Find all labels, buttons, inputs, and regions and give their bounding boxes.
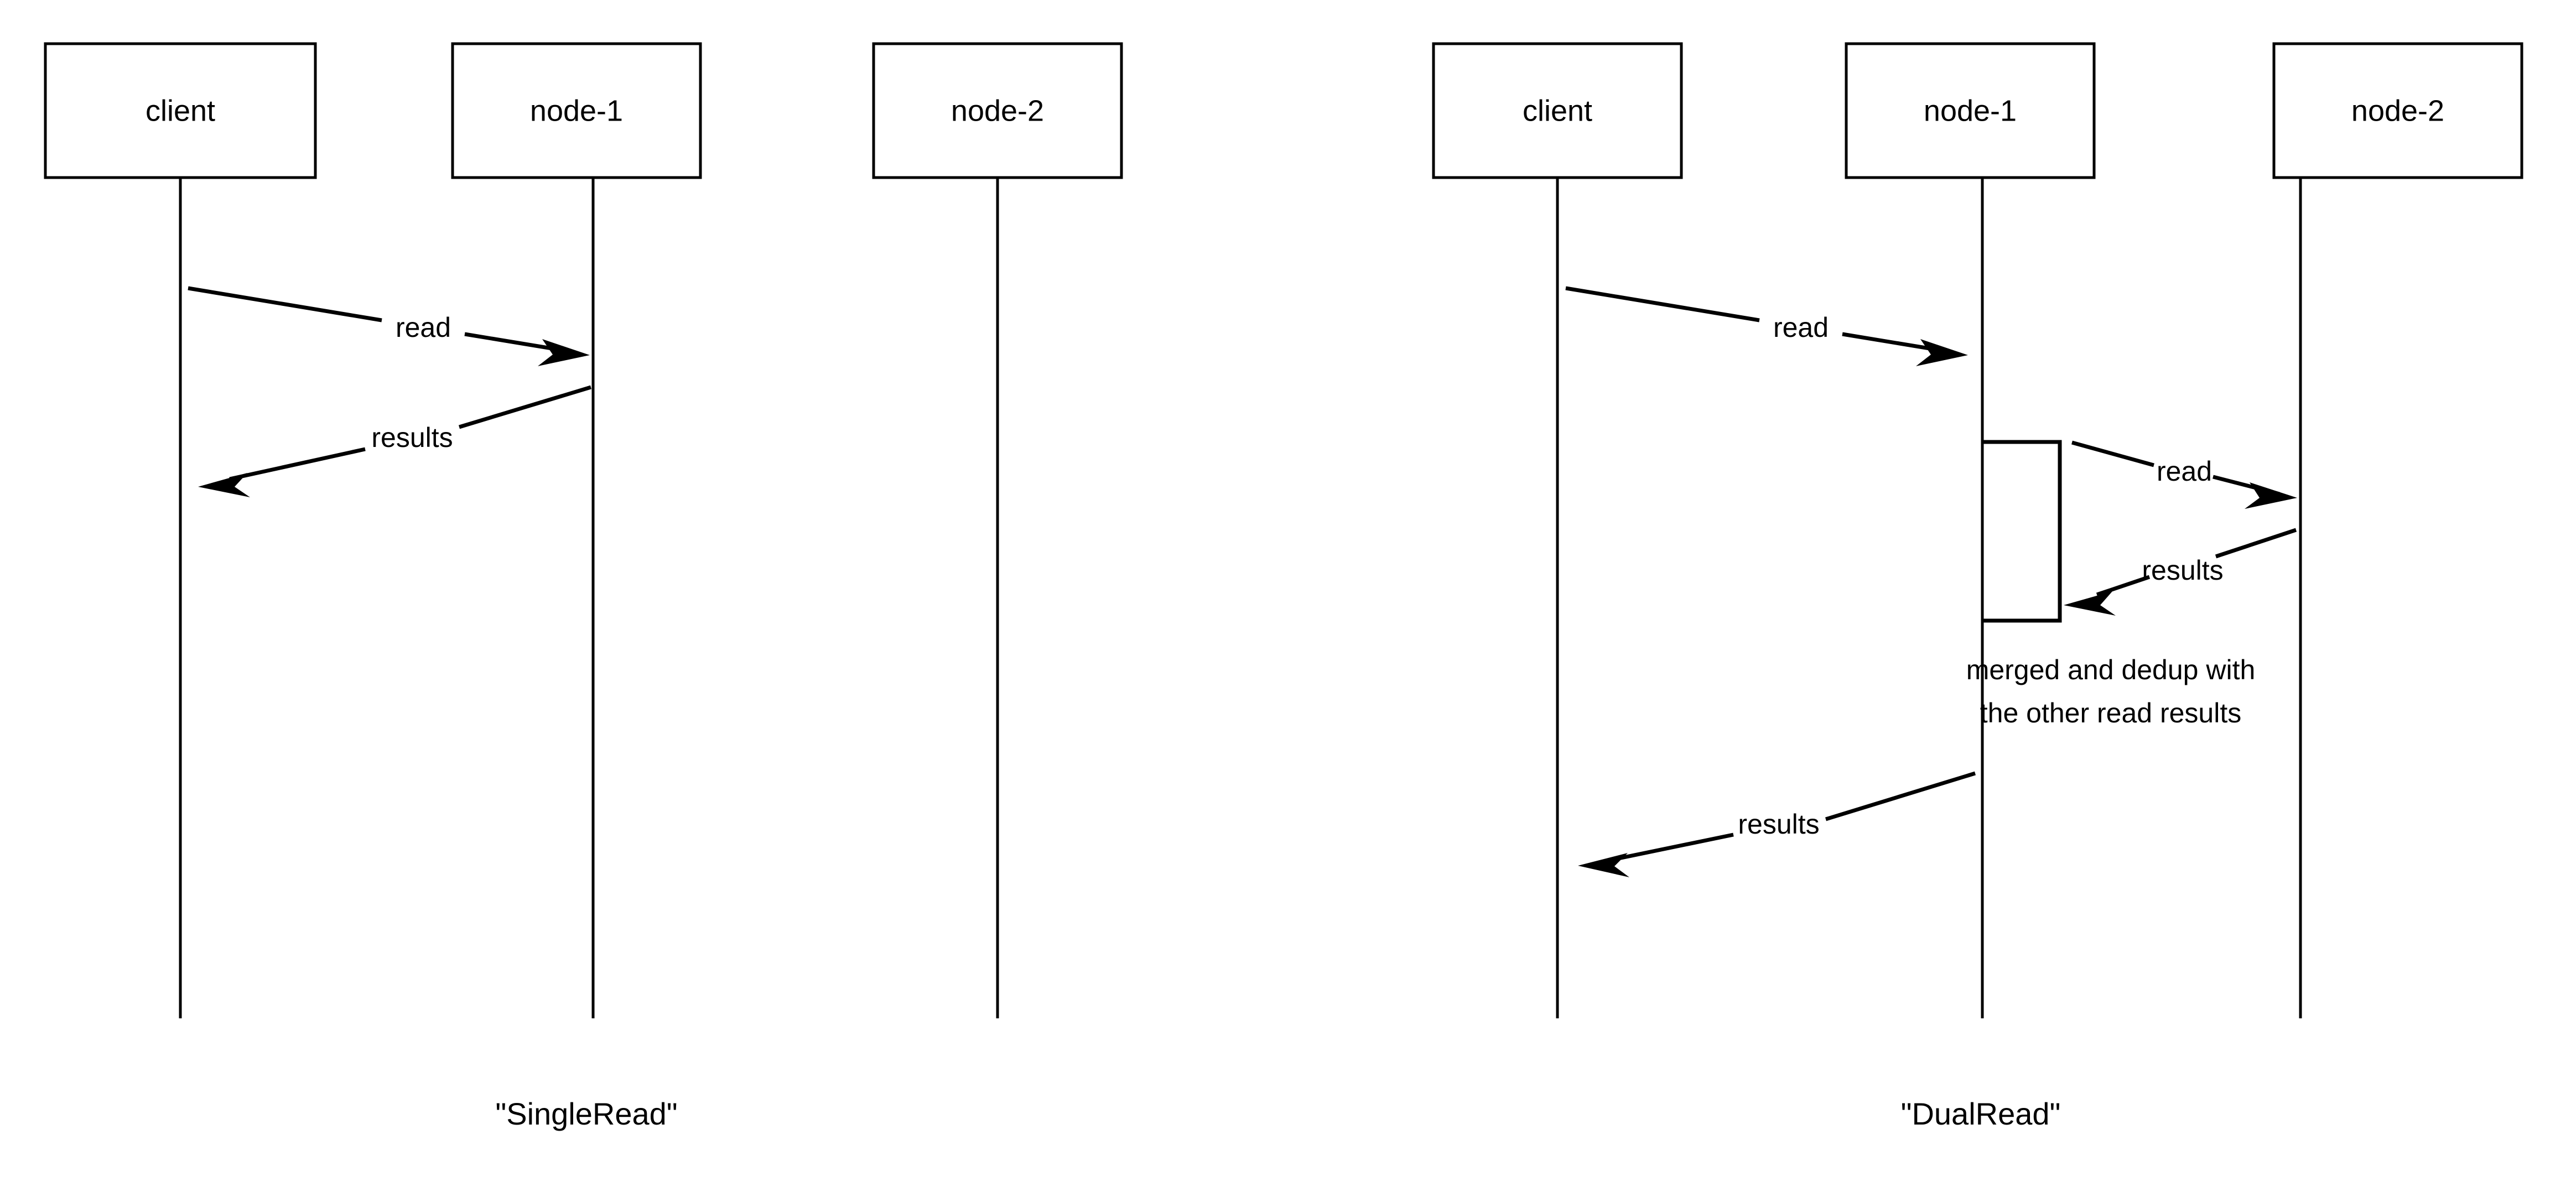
arrowhead-right: [538, 339, 590, 366]
activation-bracket-node-1: [1982, 440, 2062, 623]
diagram-single-read: client node-1 node-2 read: [44, 42, 1123, 1131]
message-label-results: results: [371, 422, 453, 453]
note-merged-and-dedup: merged and dedup with the other read res…: [1966, 654, 2256, 728]
message-label-read: read: [396, 312, 451, 343]
message-line-segment-left: [2096, 575, 2151, 597]
participant-box-client[interactable]: [44, 42, 317, 179]
note-line-2: the other read results: [1980, 698, 2242, 728]
message-label-read: read: [1773, 312, 1829, 343]
participant-client[interactable]: client: [44, 42, 317, 1018]
participant-label-node-1: node-1: [1924, 94, 2017, 127]
message-read-node-1-to-node-2[interactable]: read: [2071, 440, 2297, 509]
message-read-client-to-node-1[interactable]: read: [188, 286, 590, 366]
message-line-segment-left: [1612, 832, 1734, 862]
participant-node-1[interactable]: node-1: [451, 42, 702, 1018]
message-label-results: results: [2142, 555, 2223, 586]
participant-box-client[interactable]: [1432, 42, 1683, 179]
message-read-client-to-node-1[interactable]: read: [1565, 286, 1968, 366]
message-results-node-1-to-client[interactable]: results: [198, 385, 592, 497]
arrowhead-right: [2245, 482, 2297, 509]
message-line-segment-left: [2071, 440, 2154, 467]
diagram-dual-read: client node-1 node-2: [1432, 42, 2523, 1131]
diagram-caption-single-read: "SingleRead": [495, 1096, 677, 1131]
participant-box-node-2[interactable]: [872, 42, 1123, 179]
arrowhead-left: [198, 473, 250, 497]
participant-node-2[interactable]: node-2: [872, 42, 1123, 1018]
participant-node-2[interactable]: node-2: [2272, 42, 2523, 1018]
activation-bracket-path: [1982, 440, 2062, 623]
participant-box-node-2[interactable]: [2272, 42, 2523, 179]
participant-box-node-1[interactable]: [451, 42, 702, 179]
message-label-results: results: [1738, 809, 1819, 840]
participant-label-node-2: node-2: [951, 94, 1044, 127]
message-line-segment-right: [1825, 771, 1976, 821]
participant-label-client: client: [146, 94, 215, 127]
arrowhead-left: [2064, 591, 2116, 616]
message-results-node-2-to-node-1[interactable]: results: [2064, 528, 2297, 616]
diagram-caption-dual-read: "DualRead": [1901, 1096, 2061, 1131]
message-line-segment-left: [229, 447, 366, 481]
arrowhead-left: [1578, 853, 1629, 877]
participant-client[interactable]: client: [1432, 42, 1683, 1018]
message-results-node-1-to-client[interactable]: results: [1578, 771, 1976, 877]
participant-box-node-1[interactable]: [1845, 42, 2096, 179]
note-line-1: merged and dedup with: [1966, 654, 2256, 685]
message-line-segment-left: [1565, 286, 1760, 322]
message-line-segment-right: [2215, 528, 2297, 559]
arrowhead-right: [1916, 339, 1968, 366]
participant-label-node-2: node-2: [2351, 94, 2444, 127]
participant-label-client: client: [1523, 94, 1592, 127]
message-line-segment-left: [188, 286, 382, 322]
participant-label-node-1: node-1: [530, 94, 623, 127]
message-label-read: read: [2157, 456, 2212, 487]
participant-node-1[interactable]: node-1: [1845, 42, 2096, 1018]
message-line-segment-right: [458, 385, 592, 429]
